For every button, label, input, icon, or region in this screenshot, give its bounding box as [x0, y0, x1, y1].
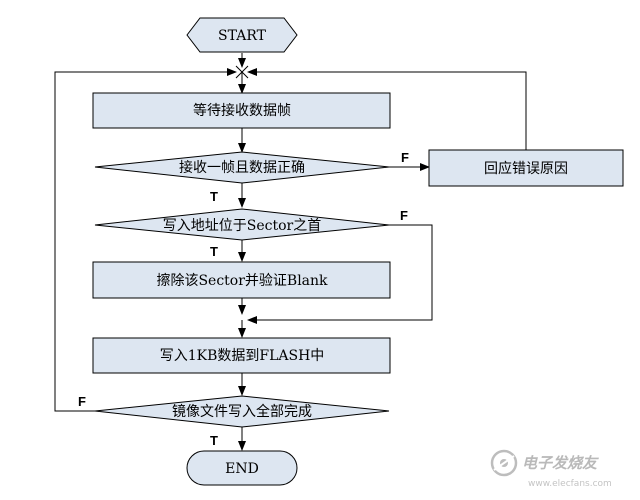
erase-sector-label: 擦除该Sector并验证Blank [156, 272, 328, 289]
check-done-shape [94, 395, 390, 428]
reply-error-box [428, 149, 624, 187]
connector-check-done-false-loop [54, 68, 237, 412]
check-frame-shape [94, 151, 390, 184]
check-sector-true-label: T [210, 244, 218, 259]
wait-frame-process: 等待接收数据帧 [92, 92, 391, 129]
erase-sector-process: 擦除该Sector并验证Blank [92, 261, 391, 299]
connector-error-loop [247, 68, 527, 150]
check-sector-label: 写入地址位于Sector之首 [163, 218, 321, 234]
start-terminal: START [186, 17, 298, 53]
check-sector-decision: 写入地址位于Sector之首 [94, 208, 390, 241]
watermark: 电子发烧友 www.elecfans.com [490, 449, 612, 489]
watermark-url: www.elecfans.com [528, 479, 612, 489]
check-frame-label: 接收一帧且数据正确 [179, 159, 305, 176]
wait-frame-label: 等待接收数据帧 [193, 102, 291, 119]
check-frame-false-label: F [401, 150, 409, 165]
write-flash-box [92, 337, 391, 374]
end-terminal: END [186, 450, 298, 486]
check-done-false-label: F [78, 394, 86, 409]
check-frame-decision: 接收一帧且数据正确 [94, 151, 390, 184]
watermark-text: 电子发烧友 [522, 454, 599, 472]
check-frame-true-label: T [210, 189, 218, 204]
write-flash-process: 写入1KB数据到FLASH中 [92, 337, 391, 374]
watermark-logo-icon [490, 449, 518, 477]
erase-sector-box [92, 261, 391, 299]
check-done-true-label: T [210, 433, 218, 448]
end-shape [186, 450, 298, 486]
write-flash-label: 写入1KB数据到FLASH中 [160, 348, 325, 364]
check-sector-shape [94, 208, 390, 241]
merge-mark-b [235, 65, 249, 79]
connectors [54, 53, 527, 451]
start-label: START [218, 28, 267, 44]
reply-error-process: 回应错误原因 [428, 149, 624, 187]
edge-labels: F T F T F T [78, 150, 409, 448]
reply-error-label: 回应错误原因 [484, 160, 568, 177]
check-done-decision: 镜像文件写入全部完成 [94, 395, 390, 428]
check-sector-false-label: F [400, 208, 408, 223]
end-label: END [225, 461, 259, 477]
connector-check-sector-false [247, 224, 433, 324]
check-done-label: 镜像文件写入全部完成 [172, 403, 312, 420]
start-shape [186, 17, 298, 53]
wait-frame-box [92, 92, 391, 129]
